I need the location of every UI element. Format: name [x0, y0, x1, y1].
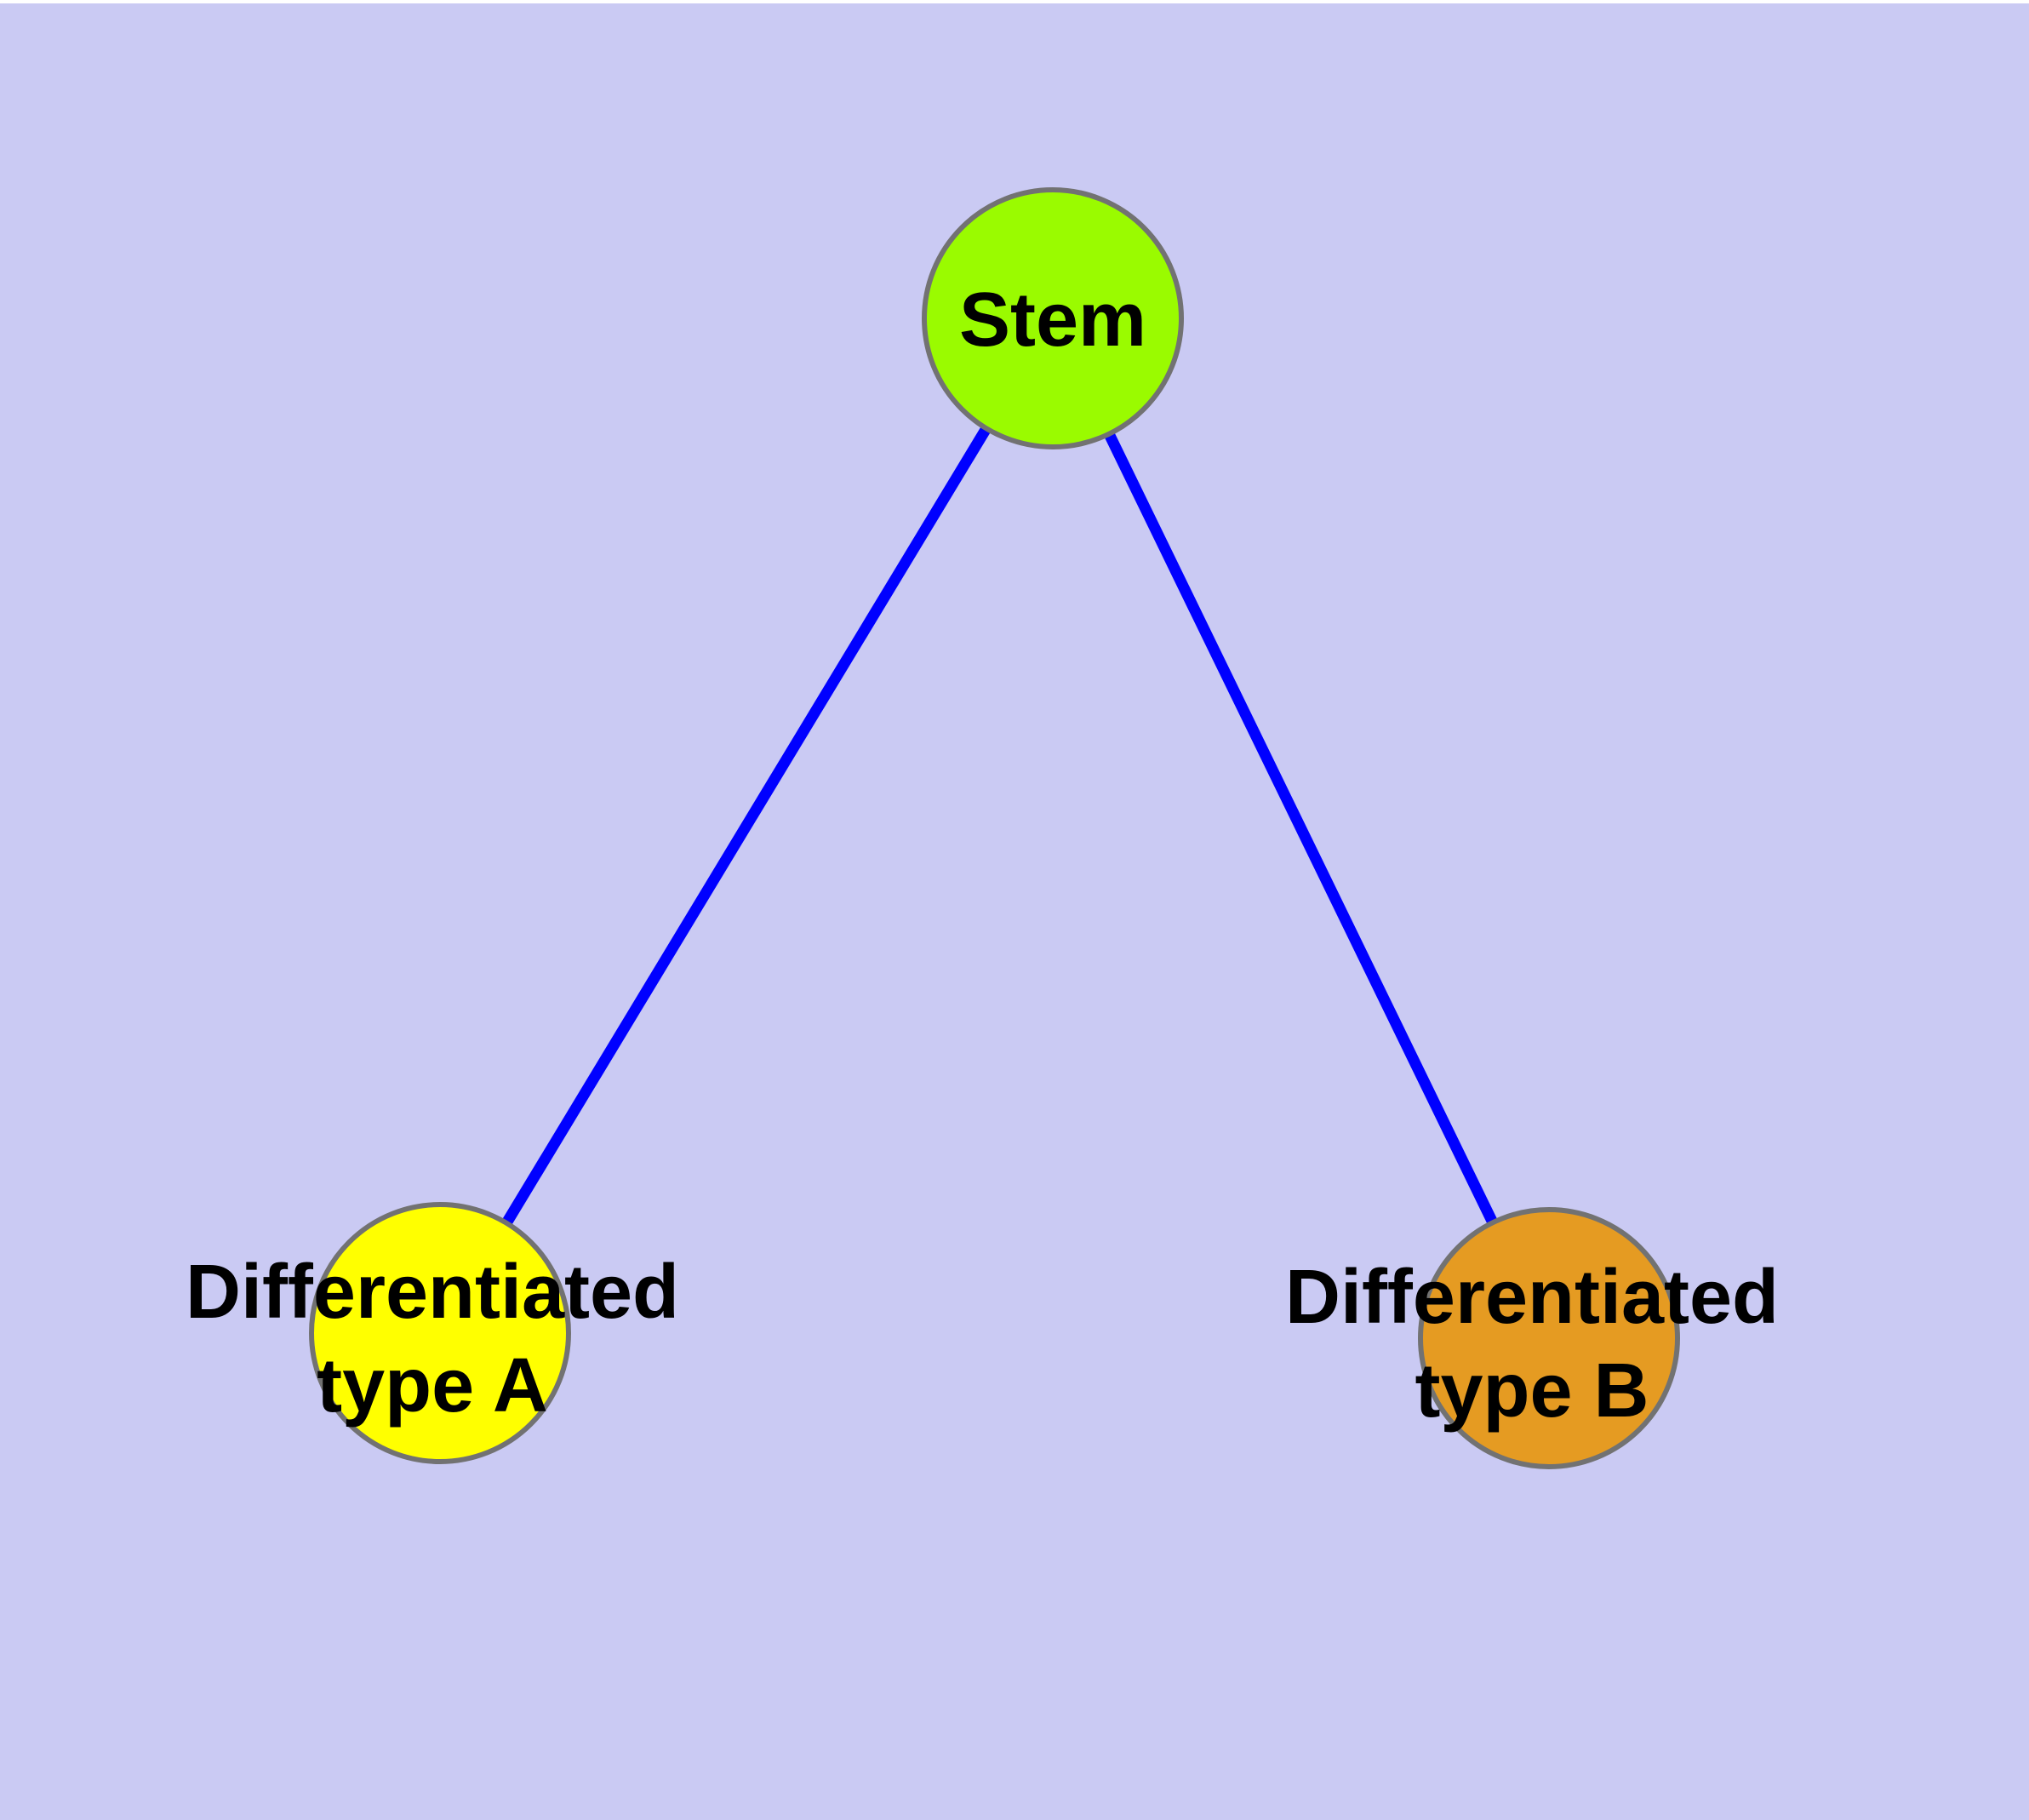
- node-differentiated-type-b: [1418, 1207, 1680, 1469]
- node-type-a-label-line1: Differentiated: [186, 1250, 679, 1335]
- top-margin-strip: [0, 0, 2029, 3]
- node-type-a-label-line2: type A: [317, 1343, 548, 1428]
- edge-stem-to-type-a: [435, 315, 1058, 1336]
- node-type-b-label-line2: type B: [1415, 1348, 1649, 1434]
- node-stem: [922, 187, 1184, 449]
- node-type-b-label-line1: Differentiated: [1285, 1255, 1779, 1340]
- node-differentiated-type-a: [309, 1202, 571, 1464]
- node-stem-label: Stem: [959, 278, 1146, 363]
- edge-stem-to-type-b: [1048, 316, 1554, 1341]
